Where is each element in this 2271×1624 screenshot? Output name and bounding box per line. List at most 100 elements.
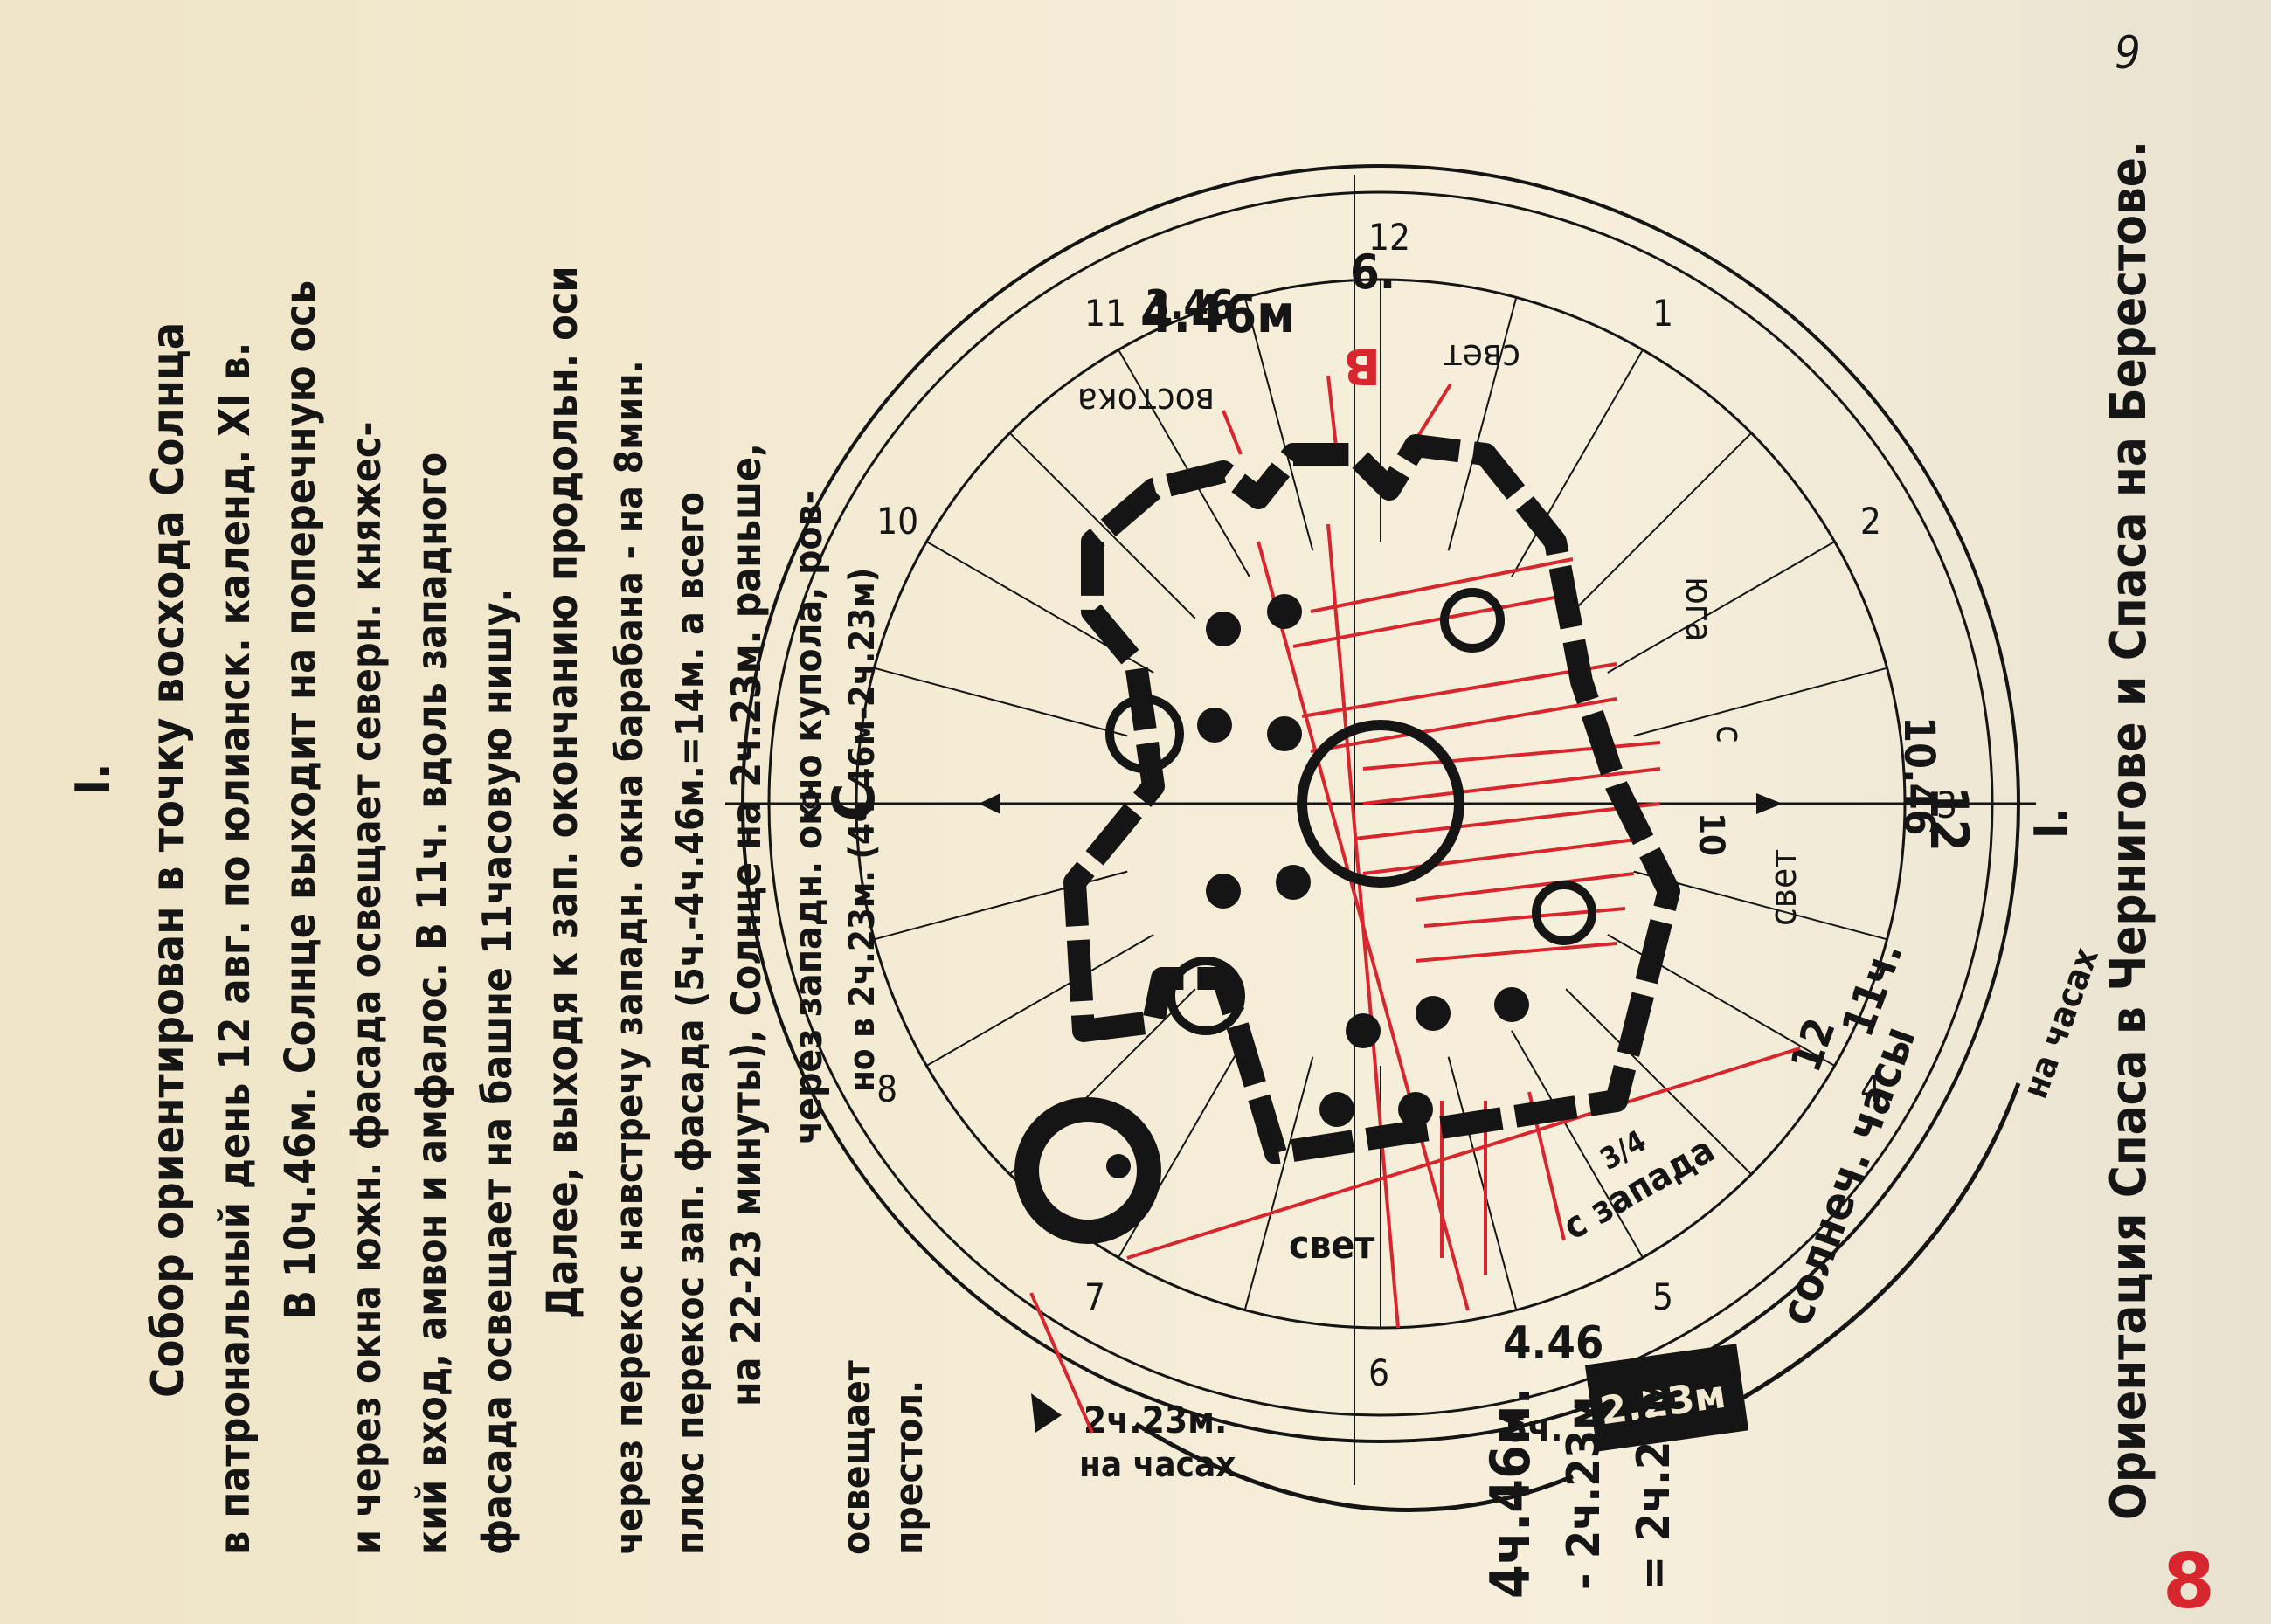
hour-spoke [874,667,1128,737]
light-ray [1362,837,1644,875]
pillar [1276,865,1311,900]
hour-label: 3 [1936,784,1957,826]
light-ray [1310,697,1617,753]
light-ray [1415,872,1635,902]
hour-spoke [1009,432,1196,619]
text-line-1: Собор ориентирован в точку восхода Солнц… [142,322,195,1398]
light-ray [1362,767,1661,805]
pillar [1416,996,1451,1031]
pillar [1398,1092,1433,1127]
light-ray [1222,410,1243,455]
hour-label: 9 [800,784,821,826]
hour-spoke [1447,297,1518,551]
light-ray [1415,942,1617,963]
hour-spoke [1565,988,1752,1175]
pillar [1267,594,1302,629]
church-plan [1014,434,1680,1244]
text-line-5: кий вход, амвон и амфалос. В 11ч. вдоль … [408,453,455,1555]
label-west-light: свет [1289,1223,1374,1268]
text-line-14: престол. [887,1380,931,1555]
hour-spoke [1565,432,1752,619]
south-arrow-icon [1756,793,1783,814]
text-line-6: фасада освещает на башне 11часовую нишу. [474,589,521,1555]
hour-spoke [1243,297,1314,551]
arc-solar [1741,1082,2021,1400]
label-s: с [1708,725,1751,743]
text-line-11: через западн. окно купола, ров- [786,490,831,1144]
hour-label: 7 [1084,1275,1105,1318]
hour-spoke [1118,349,1250,577]
hour-spoke [1633,667,1887,737]
label-11h: 11ч. [1832,935,1913,1043]
hour-spoke [1511,349,1644,577]
pillar [1494,987,1529,1022]
text-line-12: но в 2ч.23м. (4ч.46м-2ч.23м) [842,568,883,1092]
label-on-clock-11: на часах [2015,943,2107,1103]
tower-stair [1014,1097,1161,1244]
pillar [1197,708,1232,743]
label-12-right: 12 [1918,786,1979,852]
text-roman-numeral: I. [66,763,121,795]
hour-spoke [1447,1056,1518,1310]
label-446: 4.46м [1140,284,1295,345]
text-line-9: плюс перекос зап. фасада (5ч.-4ч.46м.=14… [668,492,713,1555]
text-line-10: на 22-23 минуты), Солнце на 2ч.23м. рань… [723,443,770,1406]
text-line-2: в патрональный день 12 авг. по юлианск. … [211,342,260,1555]
text-line-7: Далее, выходя к зап. окончанию продольн.… [538,266,587,1319]
hour-label: 12 [1368,216,1410,259]
hour-spoke [1243,1056,1314,1310]
hour-label: 1 [1652,292,1673,335]
text-line-4: и через окна южн. фасада освещает северн… [343,421,390,1555]
calc-line-2: - 2ч.23м. [1558,1381,1610,1590]
church-walls [1063,434,1680,1164]
label-6: 6. [1350,245,1395,300]
label-east-light: свет [1444,336,1520,379]
calc-line-3: = 2ч.23м. [1628,1364,1680,1590]
dome-circle [1297,720,1464,888]
hour-spoke [1511,1030,1644,1259]
light-ray [1126,1047,1801,1260]
hour-label: 8 [876,1068,897,1110]
time-box [1584,1344,1749,1452]
label-from-east: востока [1077,380,1215,423]
caption-title: Ориентация Спаса в Чернигове и Спаса на … [2101,141,2157,1520]
pillar [1206,612,1241,646]
light-ray [1326,375,1339,455]
arc-arrow-icon [1031,1393,1062,1433]
page-number-bottom: 8 [2163,1538,2215,1624]
label-346: 3.46 [1145,281,1234,328]
light-ray [1029,1292,1094,1434]
northwest-chapel-circle [1167,957,1245,1035]
north-chapel-circle [1105,695,1184,773]
hour-label: 5 [1652,1275,1673,1318]
caption-roman-numeral: I. [2025,808,2078,839]
page-number-top: 9 [2115,27,2141,79]
label-1046: 10.46 [1894,716,1943,836]
light-ray [1257,541,1470,1311]
tower-center [1106,1154,1131,1178]
north-arrow-icon [979,793,1000,814]
south-apse-circle [1440,588,1505,653]
label-5h: 5ч. [1505,1407,1563,1450]
hour-spoke [1607,541,1836,674]
north-letter: С [820,783,888,821]
label-ring-446: 4.46 [1503,1317,1603,1370]
east-letter: В [1343,337,1381,394]
light-ray [1310,557,1574,613]
text-line-8: через перекос навстречу западн. окна бар… [607,360,652,1555]
light-ray [1301,662,1617,718]
label-from-south: юга [1678,577,1721,642]
light-ray [1292,592,1574,648]
arc-223 [1134,1421,1574,1512]
south-chapel-circle [1532,881,1596,945]
hour-label: 4 [1860,1068,1881,1110]
label-south-light: свет [1762,849,1804,926]
pillar [1319,1092,1354,1127]
hour-label: 2 [1860,500,1881,542]
hour-label: 10 [876,500,918,542]
text-line-3: В 10ч.46м. Солнце выходит на поперечную … [276,280,325,1319]
text-line-13: освещает [834,1360,879,1555]
